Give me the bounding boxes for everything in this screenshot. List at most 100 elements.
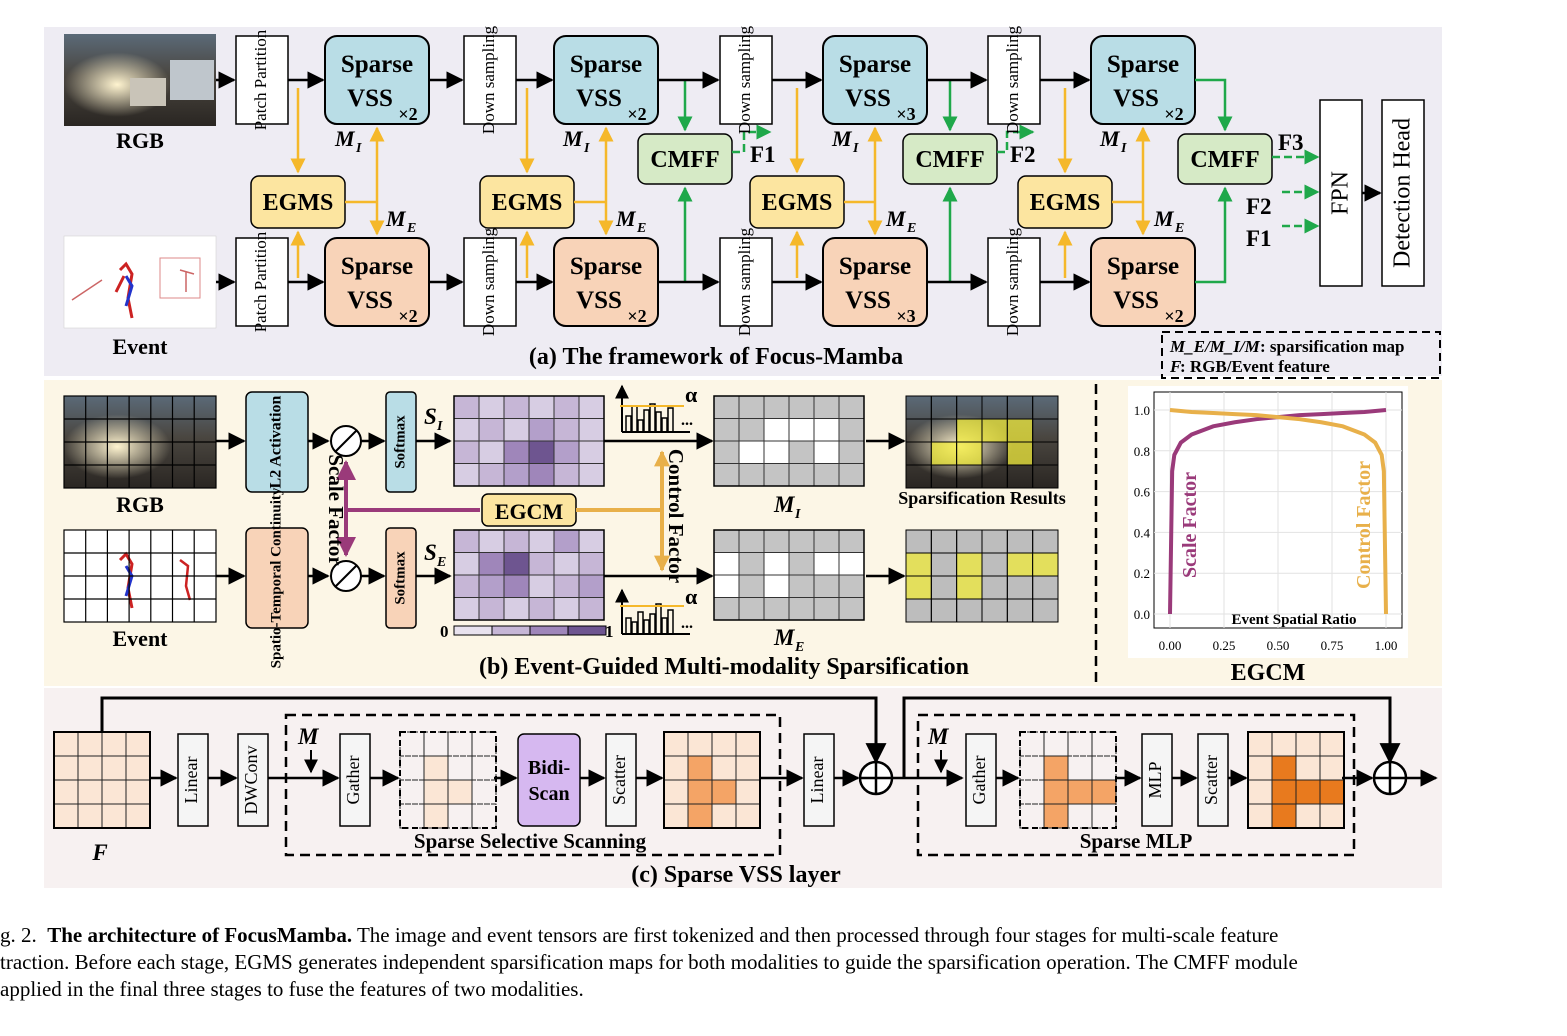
result-cell: [930, 529, 958, 554]
y-tick-label: 0.8: [1134, 444, 1150, 459]
rgb-patch-image: [63, 395, 217, 489]
result-cell: [981, 575, 1008, 600]
result-cell: [956, 529, 983, 554]
heatmap-cell: [553, 552, 580, 576]
spatio-temporal-block: Spatio-Temporal Continuity: [245, 487, 309, 668]
mask-cell: [713, 418, 740, 442]
series-line-2: [1169, 408, 1388, 615]
grid-cell: [1295, 755, 1321, 781]
heatmap-cell: [503, 463, 530, 487]
mask-cell: [838, 552, 865, 576]
svg-text:EGMS: EGMS: [762, 190, 833, 216]
m-label-2: M: [927, 724, 950, 749]
f-label: F: [91, 840, 107, 865]
m-e-label: M: [773, 625, 796, 650]
stage-2: Sparse VSS ×2 Sparse VSS ×2 EGMS M I M E: [479, 35, 659, 327]
grid-cell: [735, 755, 761, 781]
sparsification-map-rgb: [713, 395, 865, 487]
grid-cell: [1271, 779, 1297, 805]
patch-partition-rgb-label: Patch Partition: [251, 29, 270, 130]
scattered-feature-grid-2: [1247, 731, 1345, 829]
mask-cell: [738, 463, 765, 487]
heatmap-cell: [578, 463, 605, 487]
heatmap-cell: [578, 574, 605, 598]
x-tick-label: 0.00: [1159, 638, 1182, 653]
svg-text:E: E: [1174, 221, 1184, 236]
heatmap-cell: [478, 440, 505, 464]
linear-block-1: Linear: [177, 733, 209, 827]
m-i-sub: I: [794, 507, 801, 522]
figure-caption: g. 2. The architecture of FocusMamba. Th…: [0, 922, 1516, 1032]
svg-text:Scatter: Scatter: [609, 755, 629, 805]
y-tick-label: 0.0: [1134, 607, 1150, 622]
svg-text:EGMS: EGMS: [263, 190, 334, 216]
grid-cell: [471, 731, 497, 757]
heatmap-cell: [528, 529, 555, 553]
heatmap-cell: [503, 418, 530, 442]
svg-text:M: M: [334, 126, 356, 151]
svg-text:VSS: VSS: [576, 85, 622, 112]
sparse-vss-rgb-2: Sparse VSS ×2: [553, 35, 659, 125]
svg-text:×3: ×3: [896, 104, 915, 124]
gather-block-2: Gather: [965, 733, 997, 827]
gather-block-1: Gather: [339, 733, 371, 827]
svg-text:Scan: Scan: [528, 783, 569, 805]
svg-text:×2: ×2: [1164, 306, 1183, 326]
s-e-label: S: [424, 540, 437, 565]
grid-cell: [687, 755, 713, 781]
svg-text:Sparse: Sparse: [839, 253, 911, 280]
result-cell: [930, 395, 958, 420]
gathered-tokens-grid-2: [1019, 731, 1117, 829]
result-cell: [905, 529, 932, 554]
result-cell: [1032, 575, 1059, 600]
x-tick-label: 0.50: [1267, 638, 1290, 653]
grid-cell: [53, 779, 79, 805]
result-cell: [930, 552, 958, 577]
result-cell: [930, 575, 958, 600]
svg-text:M: M: [1099, 126, 1121, 151]
svg-text:Down sampling: Down sampling: [479, 227, 498, 336]
heatmap-cell: [453, 574, 480, 598]
grid-cell: [125, 779, 151, 805]
result-cell: [1032, 395, 1059, 420]
panel-a-title: (a) The framework of Focus-Mamba: [529, 344, 903, 370]
sparse-mlp-box: [916, 713, 1356, 857]
legend-line2: : RGB/Event feature: [1180, 357, 1330, 376]
svg-text:CMFF: CMFF: [650, 147, 719, 173]
heatmap-cell: [478, 552, 505, 576]
grid-cell: [1271, 803, 1297, 829]
mask-cell: [713, 395, 740, 419]
mask-cell: [838, 418, 865, 442]
caption-line3: applied in the final three stages to fus…: [0, 977, 584, 1001]
grid-cell: [1319, 779, 1345, 805]
svg-text:VSS: VSS: [845, 85, 891, 112]
score-heatmap-rgb: [453, 395, 605, 487]
cmff-block-2: CMFF F2: [902, 80, 1036, 282]
result-cell: [930, 464, 958, 489]
grid-cell: [735, 803, 761, 829]
result-cell: [956, 552, 983, 577]
svg-text:×2: ×2: [627, 104, 646, 124]
svg-text:Sparse: Sparse: [341, 253, 413, 280]
svg-text:Down sampling: Down sampling: [735, 227, 754, 336]
event-label-b: Event: [113, 626, 169, 651]
heatmap-cell: [528, 597, 555, 621]
rgb-label: RGB: [116, 128, 164, 153]
patch-partition-rgb: Patch Partition: [235, 29, 289, 130]
sparse-vss-event-4: Sparse VSS ×2: [1090, 237, 1196, 327]
mask-cell: [838, 440, 865, 464]
mask-cell: [813, 440, 840, 464]
grid-cell: [1043, 779, 1069, 805]
sparse-vss-event-2: Sparse VSS ×2: [553, 237, 659, 327]
grid-cell: [687, 731, 713, 757]
heatmap-cell: [553, 440, 580, 464]
dwconv-block: DWConv: [237, 733, 269, 827]
event-label: Event: [113, 334, 169, 359]
heatmap-cell: [578, 597, 605, 621]
svg-text:FPN: FPN: [1328, 171, 1354, 215]
caption-bold-title: The architecture of FocusMamba.: [47, 923, 353, 947]
sparse-selective-scanning-label: Sparse Selective Scanning: [414, 829, 647, 853]
grid-cell: [735, 731, 761, 757]
mask-cell: [713, 529, 740, 553]
result-cell: [1032, 529, 1059, 554]
